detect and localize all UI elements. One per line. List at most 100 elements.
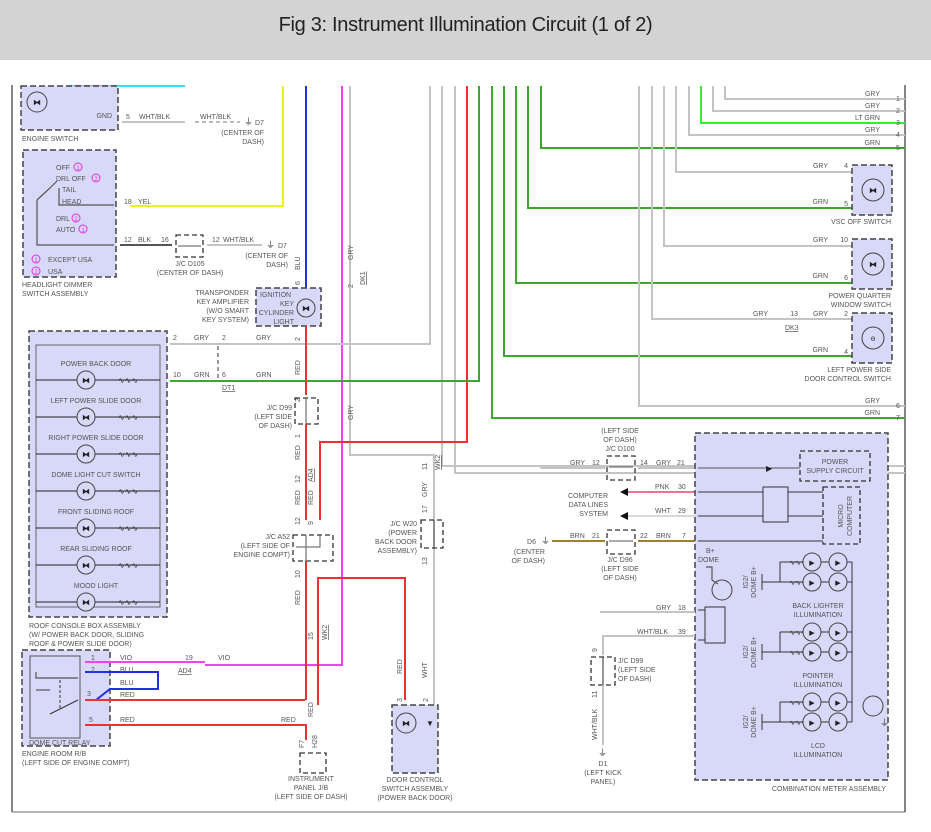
svg-text:2: 2 xyxy=(348,284,355,288)
svg-text:2: 2 xyxy=(173,335,177,342)
led-icon xyxy=(76,444,96,464)
wire-gry-1 xyxy=(724,86,905,100)
svg-text:SWITCH ASSEMBLY: SWITCH ASSEMBLY xyxy=(22,291,89,298)
roof-item-label: DOME LIGHT CUT SWITCH xyxy=(51,472,140,479)
led-icon xyxy=(76,370,96,390)
svg-text:DRL OFF: DRL OFF xyxy=(56,176,86,183)
resistor-icon: ∿∿∿ xyxy=(118,487,138,496)
svg-text:WK2: WK2 xyxy=(322,625,329,640)
svg-text:J/C W20: J/C W20 xyxy=(390,521,417,528)
svg-text:SYSTEM: SYSTEM xyxy=(579,511,608,518)
svg-text:RED: RED xyxy=(295,360,302,375)
svg-text:6: 6 xyxy=(295,281,302,285)
svg-text:DK3: DK3 xyxy=(785,325,799,332)
roof-console-item: REAR SLIDING ROOF⧓∿∿∿ xyxy=(36,546,160,575)
wire-gry-pq xyxy=(663,86,855,247)
computer-data-lines: PNK 30 WHT 29 COMPUTER DATA LINES SYSTEM xyxy=(568,484,695,520)
svg-text:1: 1 xyxy=(81,228,85,234)
svg-text:J/C D99: J/C D99 xyxy=(618,658,643,665)
svg-text:OF DASH): OF DASH) xyxy=(603,437,636,444)
resistor-icon: ∿∿∿ xyxy=(789,700,807,707)
svg-text:BACK DOOR: BACK DOOR xyxy=(375,539,417,546)
svg-text:4: 4 xyxy=(844,163,848,170)
diode-icon: ▼ xyxy=(426,719,434,728)
svg-text:INSTRUMENT: INSTRUMENT xyxy=(288,776,335,783)
vsc-off-switch: ⧓ GRY 4 GRN 5 VSC OFF SWITCH xyxy=(812,163,893,226)
bus-pin-label: 1 xyxy=(896,96,900,103)
svg-text:DOME B+: DOME B+ xyxy=(751,636,758,668)
ground-icon: ⏚ xyxy=(880,718,889,728)
svg-text:TRANSPONDER: TRANSPONDER xyxy=(195,290,249,297)
engine-switch: ⧓ GND ENGINE SWITCH 5 WHT/BLK WHT/BLK ⏚ … xyxy=(20,85,264,146)
svg-text:WHT/BLK: WHT/BLK xyxy=(223,237,254,244)
svg-text:GRY: GRY xyxy=(194,335,209,342)
svg-text:7: 7 xyxy=(682,533,686,540)
svg-text:J/C D100: J/C D100 xyxy=(605,446,634,453)
svg-text:ROOF CONSOLE BOX ASSEMBLY: ROOF CONSOLE BOX ASSEMBLY xyxy=(29,623,141,630)
svg-text:13: 13 xyxy=(790,311,798,318)
illumination-group: ∿∿∿▶▶∿∿∿▶▶IG2/DOME B+BACK LIGHTERILLUMIN… xyxy=(743,552,853,619)
led-icon: ⧓ xyxy=(402,719,410,728)
svg-text:19: 19 xyxy=(185,655,193,662)
resistor-icon: ∿∿∿ xyxy=(118,561,138,570)
svg-text:WINDOW SWITCH: WINDOW SWITCH xyxy=(831,302,891,309)
svg-text:▶: ▶ xyxy=(809,580,815,587)
wire-vio xyxy=(205,86,343,666)
svg-text:(LEFT SIDE: (LEFT SIDE xyxy=(601,428,639,435)
svg-text:(POWER BACK DOOR): (POWER BACK DOOR) xyxy=(377,795,452,802)
svg-text:⧓: ⧓ xyxy=(82,450,90,459)
left-power-side-door-control-switch: ɵ GRY 13 DK3 GRY 2 GRN 4 LEFT POWER SIDE… xyxy=(753,311,893,383)
svg-text:(W/ POWER BACK DOOR, SLIDING: (W/ POWER BACK DOOR, SLIDING xyxy=(29,632,144,639)
svg-text:21: 21 xyxy=(592,533,600,540)
svg-text:16: 16 xyxy=(161,237,169,244)
svg-text:▶: ▶ xyxy=(809,700,815,707)
bus-wire-label: GRY xyxy=(865,127,880,134)
svg-text:BRN: BRN xyxy=(656,533,671,540)
roof-console-item: POWER BACK DOOR⧓∿∿∿ xyxy=(36,361,160,390)
wire-gry-vsc xyxy=(675,86,855,173)
svg-text:11: 11 xyxy=(422,463,429,470)
svg-text:2: 2 xyxy=(222,335,226,342)
resistor-icon: ∿∿∿ xyxy=(789,650,807,657)
svg-text:RED: RED xyxy=(120,717,135,724)
svg-text:3: 3 xyxy=(87,691,91,698)
gry-dk1: GRY 2 DK1 xyxy=(348,245,367,288)
door-control-switch: RED 3 2 ⧓ ▼ DOOR CONTROL SWITCH ASSEMBLY… xyxy=(377,659,452,802)
wire-gry-b xyxy=(454,86,905,474)
resistor-icon: ∿∿∿ xyxy=(789,560,807,567)
svg-text:ILLUMINATION: ILLUMINATION xyxy=(794,612,843,619)
svg-text:▶: ▶ xyxy=(835,580,841,587)
led-icon xyxy=(828,572,848,592)
combination-meter: ▶ POWER SUPPLY CIRCUIT MICRO COMPUTER B+… xyxy=(600,432,889,793)
bus-wire-label: GRY xyxy=(865,398,880,405)
svg-text:⧓: ⧓ xyxy=(82,413,90,422)
svg-text:13: 13 xyxy=(422,557,429,565)
svg-text:▶: ▶ xyxy=(809,560,815,567)
svg-text:DT1: DT1 xyxy=(222,385,235,392)
diode-icon: ▶ xyxy=(766,464,773,473)
svg-text:(CENTER OF: (CENTER OF xyxy=(245,253,288,260)
svg-text:H28: H28 xyxy=(312,735,319,748)
svg-text:1: 1 xyxy=(91,655,95,662)
svg-text:5: 5 xyxy=(126,114,130,121)
svg-text:GRY: GRY xyxy=(813,311,828,318)
led-icon xyxy=(828,552,848,572)
svg-text:LIGHT: LIGHT xyxy=(273,319,294,326)
svg-text:(LEFT SIDE: (LEFT SIDE xyxy=(618,667,656,674)
svg-text:RED: RED xyxy=(397,659,404,674)
svg-text:12: 12 xyxy=(295,517,302,525)
led-icon: ⧓ xyxy=(869,186,877,195)
svg-text:⧓: ⧓ xyxy=(82,376,90,385)
svg-text:GRN: GRN xyxy=(194,372,210,379)
svg-text:USA: USA xyxy=(48,269,63,276)
svg-text:(LEFT SIDE: (LEFT SIDE xyxy=(254,414,292,421)
svg-text:DOOR CONTROL: DOOR CONTROL xyxy=(386,777,443,784)
svg-text:B+: B+ xyxy=(706,548,715,555)
svg-text:F7: F7 xyxy=(299,740,306,748)
svg-text:ILLUMINATION: ILLUMINATION xyxy=(794,752,843,759)
svg-text:10: 10 xyxy=(840,237,848,244)
bus-pin-label: 2 xyxy=(896,108,900,115)
svg-text:4: 4 xyxy=(844,349,848,356)
wire-grn-5 xyxy=(540,86,905,149)
